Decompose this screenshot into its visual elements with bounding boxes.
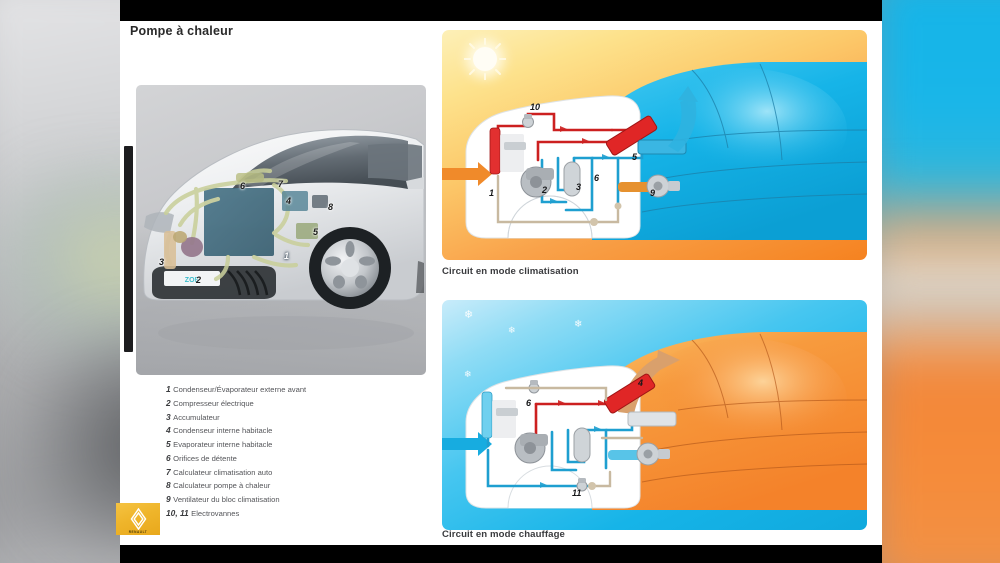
diagram-callout-3: 3 (576, 182, 582, 192)
slide-panel: Pompe à chaleur (116, 0, 882, 563)
legend-item-number: 6 (166, 452, 171, 463)
legend-item-label: Ventilateur du bloc climatisation (173, 495, 280, 505)
letterbox-top (120, 0, 882, 21)
legend-item-number: 3 (166, 411, 171, 422)
photo-callout-4: 4 (286, 196, 292, 206)
diagram-callout-6: 6 (594, 173, 600, 183)
legend-item-label: Accumulateur (173, 412, 220, 422)
legend-item-number: 4 (166, 425, 171, 436)
solenoid-valve-10 (522, 114, 534, 128)
page-title: Pompe à chaleur (130, 24, 234, 38)
diagram-callout-11: 11 (572, 488, 582, 498)
legend-item-label: Compresseur électrique (173, 398, 254, 408)
photo-callout-1: 1 (284, 251, 290, 261)
accumulator (573, 427, 591, 463)
caption-chauffage: Circuit en mode chauffage (442, 529, 565, 540)
cabin-duct (668, 96, 697, 152)
diagram-callout-5: 5 (632, 152, 638, 162)
renault-diamond-icon (130, 508, 146, 530)
expansion-orifice-6 (528, 380, 540, 394)
legend-item-label: Electrovannes (191, 509, 240, 519)
external-exchanger (489, 127, 501, 175)
diagram-callout-2: 2 (542, 185, 548, 195)
diagram-callout-4: 4 (638, 378, 644, 388)
legend-item-number: 1 (166, 384, 171, 394)
internal-condenser (603, 373, 656, 414)
diagram-climatisation: 10 1 2 3 5 6 9 (442, 30, 867, 260)
solenoid-valve-11 (576, 478, 588, 492)
license-plate-text: ZOE (185, 277, 200, 284)
vehicle-illustration: ZOE (143, 129, 425, 350)
renault-logo: RENAULT (116, 503, 160, 535)
internal-evaporator (627, 411, 677, 427)
chauffage-schematic (442, 332, 867, 510)
snowflake-icon: ❄ (574, 319, 583, 330)
air-inlet-arrow-hot (442, 162, 492, 186)
snowflake-icon: ❄ (464, 369, 472, 379)
legend-item-label: Orifices de détente (173, 453, 237, 463)
diagram-callout-6: 6 (526, 398, 532, 408)
blower-fan (618, 174, 680, 198)
backdrop-right-warm (860, 300, 1000, 563)
accumulator (563, 161, 581, 197)
legend-item-number: 5 (166, 439, 171, 450)
diagram-chauffage: ❄ ❄ ❄ ❄ ❄ (442, 300, 867, 530)
legend-item-label: Condenseur interne habitacle (173, 426, 273, 436)
photo-callout-7: 7 (278, 179, 284, 189)
diagram-callout-10: 10 (530, 102, 541, 112)
left-edge-bar (124, 146, 133, 352)
legend-item-label: Condenseur/Évaporateur externe avant (173, 385, 307, 394)
return-line (496, 174, 620, 224)
blower-fan (608, 442, 670, 466)
legend-item-number: 9 (166, 494, 171, 505)
photo-callout-3: 3 (159, 257, 165, 267)
air-inlet-arrow-cold (442, 432, 492, 456)
photo-callout-8: 8 (328, 202, 334, 212)
sun-icon (464, 38, 506, 80)
photo-callout-5: 5 (313, 227, 319, 237)
vehicle-photo: ZOE (136, 85, 426, 375)
diagram-callout-1: 1 (489, 188, 495, 198)
legend-item-number: 7 (166, 466, 171, 477)
internal-condenser (605, 115, 658, 156)
legend-item-number: 8 (166, 480, 171, 491)
caption-climatisation: Circuit en mode climatisation (442, 266, 579, 277)
snowflake-icon: ❄ (508, 325, 516, 335)
legend-item-label: Evaporateur interne habitacle (173, 440, 273, 450)
renault-wordmark: RENAULT (128, 530, 148, 534)
legend-item-number: 10, 11 (166, 508, 189, 519)
letterbox-bottom (120, 545, 882, 563)
external-exchanger (481, 391, 493, 439)
photo-callout-6: 6 (240, 181, 246, 191)
return-line (504, 386, 644, 488)
photo-callout-2: 2 (196, 275, 202, 285)
diagram-callout-9: 9 (650, 188, 656, 198)
legend-item-label: Calculateur climatisation auto (173, 467, 273, 477)
climatisation-schematic (442, 62, 867, 240)
snowflake-icon: ❄ (464, 309, 474, 321)
legend-item-label: Calculateur pompe à chaleur (173, 481, 271, 491)
legend-item-number: 2 (166, 397, 171, 408)
